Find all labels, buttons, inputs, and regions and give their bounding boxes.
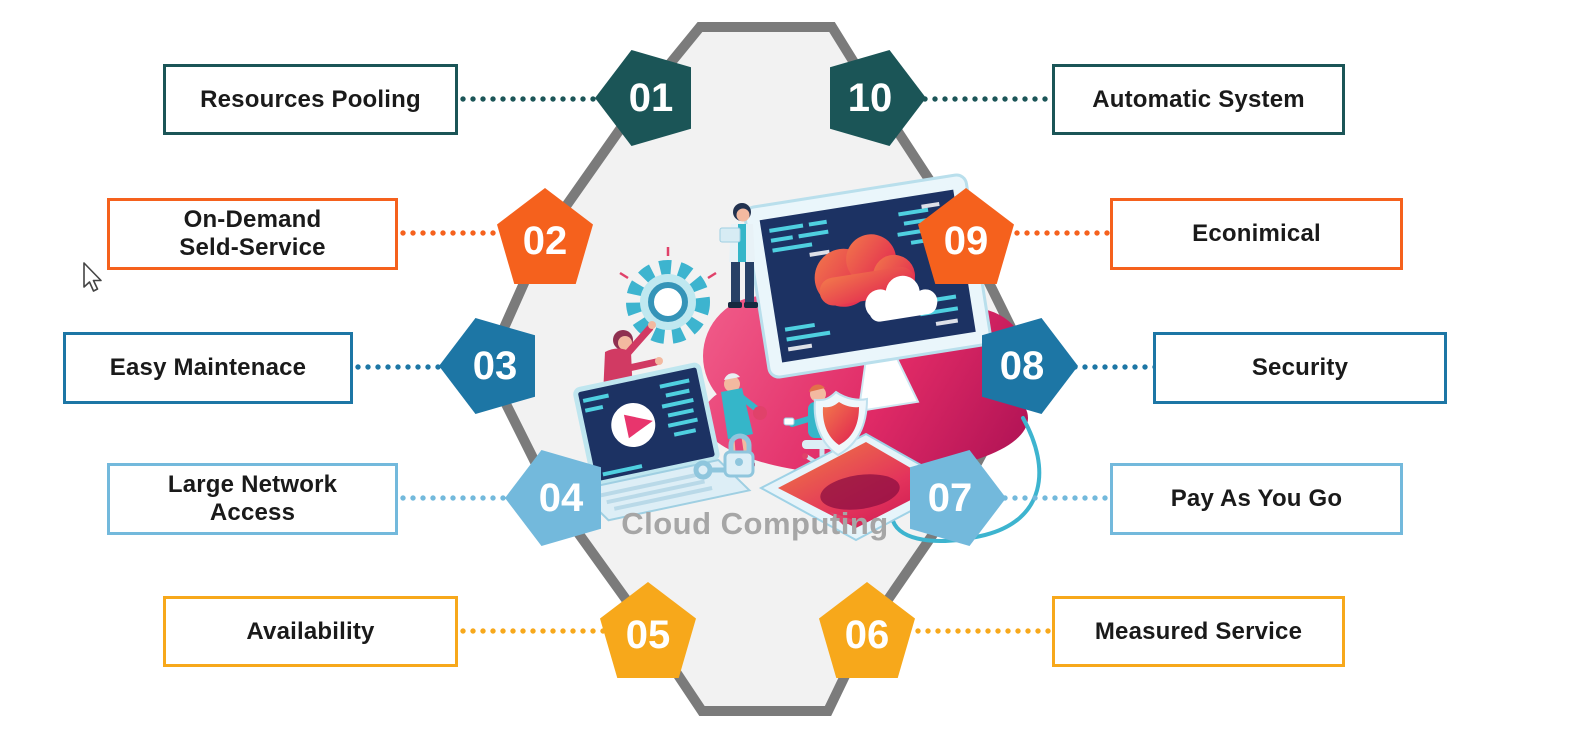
step-number: 01	[628, 76, 674, 120]
step-number: 05	[625, 613, 671, 657]
connector-01	[458, 96, 603, 102]
connector-02	[398, 230, 512, 236]
feature-label: Resources Pooling	[200, 85, 421, 113]
step-number: 07	[927, 476, 973, 520]
step-number: 08	[999, 344, 1045, 388]
feature-label: Easy Maintenace	[109, 354, 307, 382]
connector-03	[353, 364, 449, 370]
feature-label: Automatic System	[1092, 85, 1305, 113]
feature-label: Measured Service	[1094, 617, 1303, 645]
feature-box-on-demand-self-service: On-Demand Seld-Service	[107, 198, 398, 270]
mouse-cursor-icon	[83, 262, 102, 292]
step-number: 09	[943, 219, 989, 263]
cloud-computing-illustration	[573, 173, 1042, 543]
step-number: 10	[847, 76, 893, 120]
feature-box-resources-pooling: Resources Pooling	[163, 64, 458, 135]
feature-box-easy-maintenance: Easy Maintenace	[63, 332, 353, 404]
connector-07	[1000, 495, 1110, 501]
feature-label: Security	[1251, 354, 1349, 382]
connector-06	[903, 628, 1052, 634]
feature-box-pay-as-you-go: Pay As You Go	[1110, 463, 1403, 535]
diagram-title: Cloud Computing	[621, 506, 889, 541]
connector-08	[1070, 364, 1153, 370]
connector-05	[458, 628, 611, 634]
feature-box-large-network-access: Large Network Access	[107, 463, 398, 535]
feature-box-measured-service: Measured Service	[1052, 596, 1345, 667]
feature-box-availability: Availability	[163, 596, 458, 667]
step-number: 02	[522, 219, 568, 263]
connector-04	[398, 495, 515, 501]
feature-label: Large Network Access	[167, 471, 338, 526]
feature-box-economical: Econimical	[1110, 198, 1403, 270]
feature-label: On-Demand Seld-Service	[179, 206, 326, 261]
connector-10	[920, 96, 1052, 102]
feature-box-security: Security	[1153, 332, 1447, 404]
feature-label: Econimical	[1192, 220, 1321, 248]
connector-09	[1002, 230, 1110, 236]
step-number: 04	[538, 476, 584, 520]
feature-label: Availability	[246, 617, 375, 645]
feature-box-automatic-system: Automatic System	[1052, 64, 1345, 135]
feature-label: Pay As You Go	[1170, 485, 1343, 513]
step-number: 06	[844, 613, 890, 657]
step-number: 03	[472, 344, 518, 388]
